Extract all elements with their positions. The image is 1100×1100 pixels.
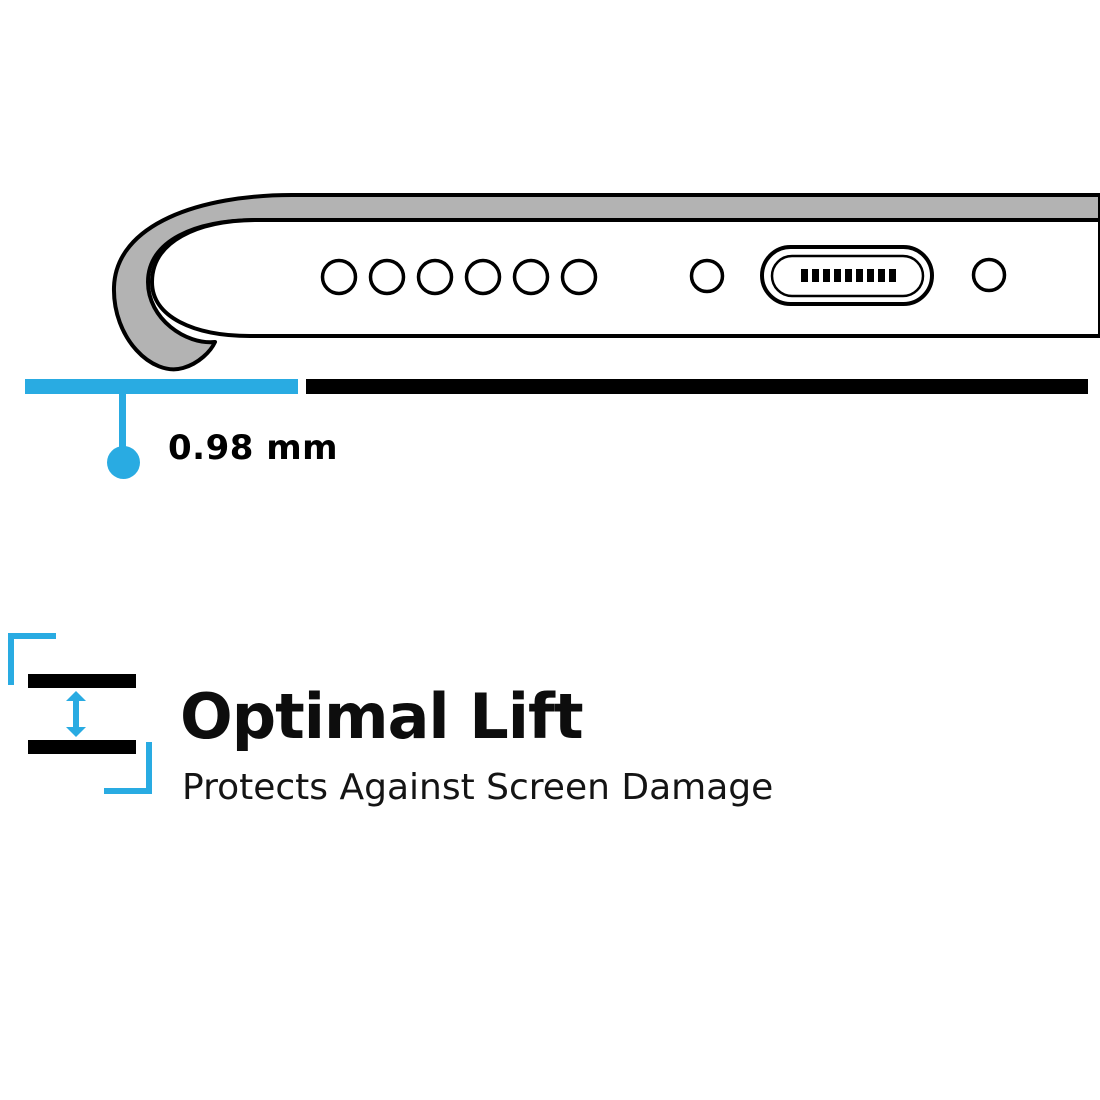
measurement-value: 0.98 mm xyxy=(168,428,339,468)
screw-hole-left xyxy=(689,258,725,294)
vertical-arrow-icon xyxy=(66,727,86,737)
measurement-dot xyxy=(107,446,140,479)
vertical-arrow-icon xyxy=(66,691,86,701)
speaker-hole xyxy=(368,258,406,296)
speaker-holes xyxy=(320,258,598,296)
ground-line-segment xyxy=(306,379,1088,394)
lift-bottom-surface-bar xyxy=(28,740,136,754)
ground-line-accent-segment xyxy=(25,379,298,394)
phone-illustration xyxy=(111,193,1100,372)
speaker-hole xyxy=(512,258,550,296)
charging-port xyxy=(760,245,934,306)
feature-title: Optimal Lift xyxy=(180,679,584,753)
bracket-bottom-right-icon xyxy=(146,742,152,794)
bracket-bottom-right-icon xyxy=(104,788,152,794)
case-lip-shape xyxy=(111,193,1100,372)
screw-hole-right xyxy=(971,257,1007,293)
phone-body-shape xyxy=(150,218,1100,338)
charging-port-pins xyxy=(801,269,896,282)
bracket-top-left-icon xyxy=(8,633,14,685)
bracket-top-left-icon xyxy=(8,633,56,639)
speaker-hole xyxy=(320,258,358,296)
speaker-hole xyxy=(416,258,454,296)
feature-subtitle: Protects Against Screen Damage xyxy=(182,767,774,808)
measurement-leader-line xyxy=(119,394,126,450)
speaker-hole xyxy=(560,258,598,296)
lift-top-surface-bar xyxy=(28,674,136,688)
speaker-hole xyxy=(464,258,502,296)
vertical-arrow-icon xyxy=(73,700,79,728)
